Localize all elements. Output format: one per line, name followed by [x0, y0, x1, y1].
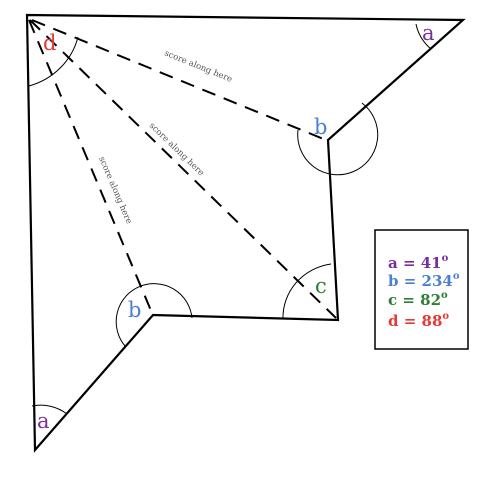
- score-label-middle: score along here: [147, 121, 206, 178]
- score-line-to-c: [29, 19, 337, 319]
- vertex-label-d: d: [43, 31, 56, 55]
- vertex-label-a-bottom: a: [37, 409, 50, 433]
- arc-d: [28, 36, 79, 87]
- angle-arcs: [28, 23, 432, 415]
- arc-b-upper: [297, 102, 379, 176]
- score-label-lower: score along here: [96, 155, 133, 225]
- legend-item-b: b = 234o: [388, 271, 460, 290]
- vertex-label-b-upper: b: [314, 115, 327, 139]
- score-lines: [28, 19, 337, 319]
- legend-item-c: c = 82o: [388, 290, 448, 309]
- arc-a-top: [415, 23, 432, 50]
- legend-item-d: d = 88o: [388, 311, 449, 330]
- arc-b-lower: [115, 283, 193, 347]
- outline: [25, 13, 466, 453]
- vertex-label-c: c: [315, 274, 327, 298]
- legend-box: [374, 229, 469, 350]
- score-label-upper: score along here: [163, 49, 234, 85]
- vertex-label-a-top: a: [422, 21, 435, 45]
- vertex-label-b-lower: b: [128, 298, 141, 322]
- angle-legend: a = 41o b = 234o c = 82o d = 88o: [374, 229, 469, 350]
- arc-c: [282, 263, 332, 320]
- arc-a-bottom: [31, 404, 68, 415]
- legend-item-a: a = 41o: [388, 253, 449, 272]
- score-line-to-upper-b: [31, 19, 327, 141]
- score-line-to-lower-b: [28, 19, 153, 314]
